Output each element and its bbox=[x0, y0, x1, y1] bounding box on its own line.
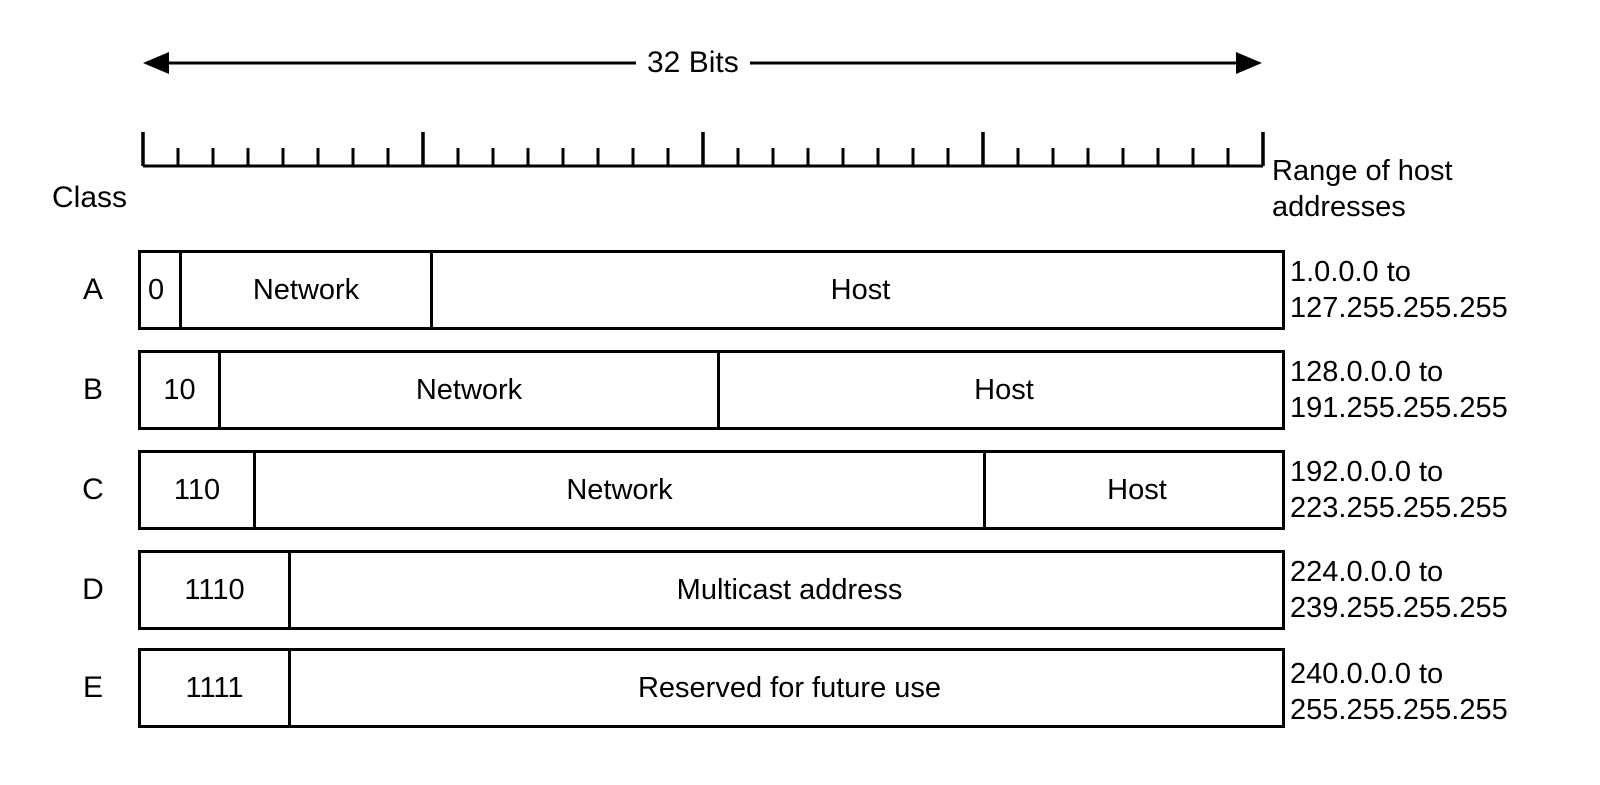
host-range-line-2: 255.255.255.255 bbox=[1290, 694, 1508, 726]
width-arrow-label: 32 Bits bbox=[636, 44, 750, 82]
host-range-line-1: 240.0.0.0 to bbox=[1290, 658, 1444, 690]
field-prefix-d: 1110 bbox=[184, 573, 245, 606]
field-host-a: Host bbox=[430, 253, 1288, 327]
field-host-b: Host bbox=[717, 353, 1288, 427]
class-letter-d: D bbox=[82, 573, 104, 606]
range-header-line-1: Range of host bbox=[1272, 155, 1453, 187]
host-range-line-2: 127.255.255.255 bbox=[1290, 292, 1508, 324]
field-network-c: Network bbox=[253, 453, 983, 527]
host-range-d: 224.0.0.0 to 239.255.255.255 bbox=[1290, 554, 1508, 626]
bit-ruler bbox=[141, 132, 1265, 168]
host-range-line-1: 192.0.0.0 to bbox=[1290, 456, 1444, 488]
field-prefix-e: 1111 bbox=[185, 671, 244, 704]
host-range-line-1: 128.0.0.0 to bbox=[1290, 356, 1444, 388]
class-letter-e: E bbox=[82, 671, 103, 704]
host-range-line-2: 239.255.255.255 bbox=[1290, 592, 1508, 624]
range-column-header: Range of host addresses bbox=[1272, 153, 1453, 225]
class-letter-a: A bbox=[82, 273, 103, 306]
field-prefix-b: 10 bbox=[163, 373, 196, 406]
host-range-e: 240.0.0.0 to 255.255.255.255 bbox=[1290, 656, 1508, 728]
host-range-a: 1.0.0.0 to 127.255.255.255 bbox=[1290, 254, 1508, 326]
field-network-b: Network bbox=[218, 353, 717, 427]
host-range-c: 192.0.0.0 to 223.255.255.255 bbox=[1290, 454, 1508, 526]
field-network-a: Network bbox=[179, 253, 430, 327]
host-range-line-1: 1.0.0.0 to bbox=[1290, 256, 1411, 288]
bitfield-box-d: 1110 Multicast address bbox=[138, 550, 1285, 630]
field-payload-d: Multicast address bbox=[288, 553, 1288, 627]
class-column-header: Class bbox=[52, 181, 128, 214]
host-range-line-1: 224.0.0.0 to bbox=[1290, 556, 1444, 588]
host-range-b: 128.0.0.0 to 191.255.255.255 bbox=[1290, 354, 1508, 426]
class-letter-b: B bbox=[82, 373, 103, 406]
host-range-line-2: 223.255.255.255 bbox=[1290, 492, 1508, 524]
field-host-c: Host bbox=[983, 453, 1288, 527]
range-header-line-2: addresses bbox=[1272, 191, 1406, 223]
class-letter-c: C bbox=[82, 473, 104, 506]
host-range-line-2: 191.255.255.255 bbox=[1290, 392, 1508, 424]
field-payload-e: Reserved for future use bbox=[288, 651, 1288, 725]
field-prefix-a: 0 bbox=[148, 273, 165, 306]
field-prefix-c: 110 bbox=[173, 473, 221, 506]
bitfield-box-e: 1111 Reserved for future use bbox=[138, 648, 1285, 728]
